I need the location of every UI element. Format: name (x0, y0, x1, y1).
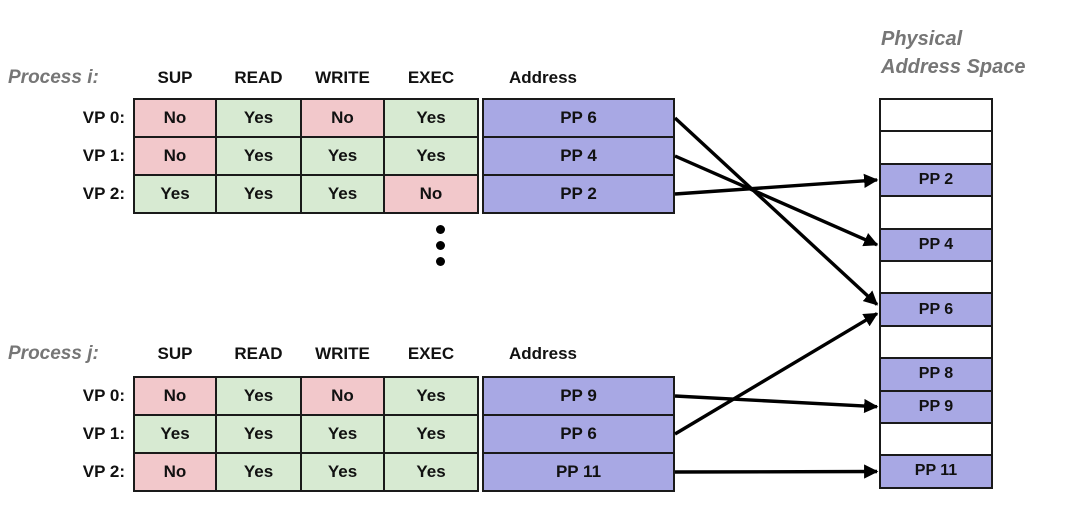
permission-cell: Yes (300, 174, 385, 214)
physical-page-slot: PP 4 (879, 227, 993, 262)
column-header-write: WRITE (315, 344, 370, 363)
process-i-address-column: PP 6 PP 4 PP 2 (482, 98, 675, 214)
physical-page-slot: PP 9 (879, 389, 993, 424)
physical-page-slot (879, 98, 993, 133)
column-header-sup: SUP (157, 344, 193, 363)
permission-cell: Yes (300, 414, 385, 454)
permission-cell: Yes (215, 452, 302, 492)
permission-cell: No (133, 136, 217, 176)
permission-cell: Yes (300, 136, 385, 176)
page-table-row: No Yes Yes Yes (133, 452, 479, 492)
physical-address-space-column: PP 2 PP 4 PP 6 PP 8 PP 9 PP 11 (879, 98, 993, 489)
page-mapping-cell: PP 11 (482, 452, 675, 492)
page-mapping-cell: PP 9 (482, 376, 675, 416)
page-mapping-cell: PP 4 (482, 136, 675, 176)
page-table-row: No Yes Yes Yes (133, 136, 479, 176)
physical-page-slot: PP 2 (879, 162, 993, 198)
column-header-exec: EXEC (407, 344, 455, 363)
physical-page-slot: PP 11 (879, 454, 993, 489)
process-i-label: Process i: (8, 67, 99, 88)
physical-title-line2: Address Space (881, 56, 1026, 78)
permission-cell: Yes (215, 136, 302, 176)
physical-page-slot (879, 130, 993, 165)
column-header-read: READ (234, 68, 283, 87)
page-table-row: No Yes No Yes (133, 98, 479, 138)
physical-page-slot (879, 324, 993, 360)
column-header-read: READ (234, 344, 283, 363)
physical-page-slot (879, 421, 993, 457)
process-j-address-column: PP 9 PP 6 PP 11 (482, 376, 675, 492)
row-label-vp1: VP 1: (82, 424, 125, 443)
permission-cell: Yes (383, 98, 479, 138)
dot (436, 257, 445, 266)
page-mapping-cell: PP 2 (482, 174, 675, 214)
permission-cell: Yes (383, 376, 479, 416)
physical-title-line1: Physical (881, 28, 963, 50)
permission-cell: Yes (133, 174, 217, 214)
permission-cell: Yes (215, 414, 302, 454)
dot (436, 241, 445, 250)
permission-cell: Yes (300, 452, 385, 492)
page-table-row: Yes Yes Yes Yes (133, 414, 479, 454)
dot (436, 225, 445, 234)
permission-cell: Yes (383, 136, 479, 176)
permission-cell: No (133, 452, 217, 492)
permission-cell: No (133, 98, 217, 138)
ellipsis-dots (436, 225, 445, 266)
permission-cell: No (383, 174, 479, 214)
row-label-vp0: VP 0: (82, 108, 125, 127)
permission-cell: No (133, 376, 217, 416)
row-label-vp1: VP 1: (82, 146, 125, 165)
permission-cell: Yes (133, 414, 217, 454)
row-label-vp2: VP 2: (82, 462, 125, 481)
physical-address-space-title: Physical Address Space (881, 25, 1026, 81)
physical-page-slot (879, 195, 993, 230)
physical-page-slot: PP 8 (879, 357, 993, 392)
permission-cell: Yes (215, 98, 302, 138)
permission-cell: Yes (215, 174, 302, 214)
page-mapping-cell: PP 6 (482, 98, 675, 138)
permission-cell: Yes (383, 414, 479, 454)
permission-cell: No (300, 98, 385, 138)
permission-cell: Yes (215, 376, 302, 416)
permission-cell: No (300, 376, 385, 416)
page-table-row: Yes Yes Yes No (133, 174, 479, 214)
page-table-row: No Yes No Yes (133, 376, 479, 416)
physical-page-slot (879, 259, 993, 295)
column-header-write: WRITE (315, 68, 370, 87)
process-j-label: Process j: (8, 343, 99, 364)
page-mapping-cell: PP 6 (482, 414, 675, 454)
row-label-vp0: VP 0: (82, 386, 125, 405)
row-label-vp2: VP 2: (82, 184, 125, 203)
process-i-permission-table: No Yes No Yes No Yes Yes Yes Yes Yes Yes… (133, 98, 479, 214)
column-header-address: Address (508, 344, 578, 363)
process-j-permission-table: No Yes No Yes Yes Yes Yes Yes No Yes Yes… (133, 376, 479, 492)
permission-cell: Yes (383, 452, 479, 492)
column-header-exec: EXEC (407, 68, 455, 87)
column-header-address: Address (508, 68, 578, 87)
physical-page-slot: PP 6 (879, 292, 993, 327)
column-header-sup: SUP (157, 68, 193, 87)
